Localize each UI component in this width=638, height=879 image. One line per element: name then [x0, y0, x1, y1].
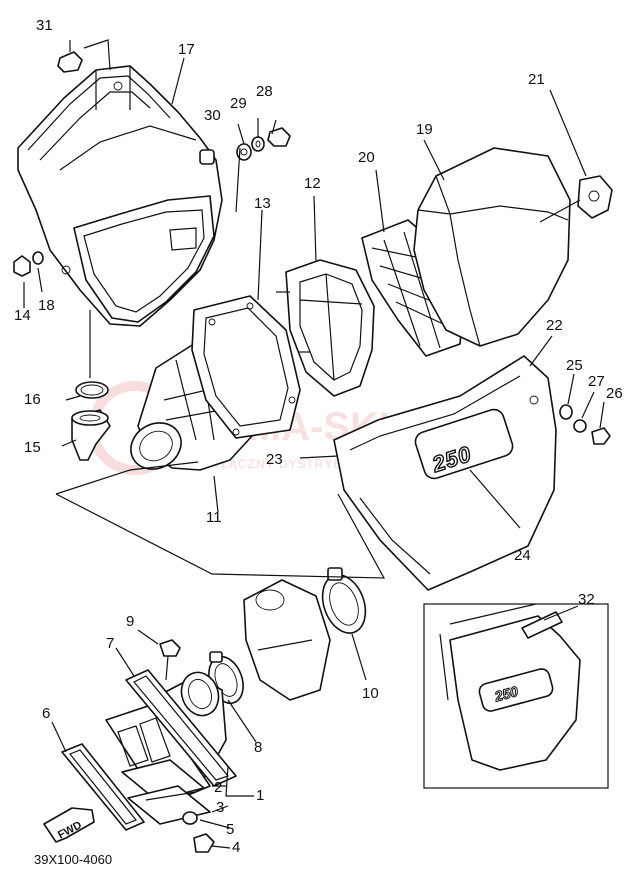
part-18-washer [32, 251, 44, 265]
label-12: 12 [304, 175, 321, 192]
label-14: 14 [14, 307, 31, 324]
label-31: 31 [36, 17, 53, 34]
part-28-bolt [267, 127, 291, 147]
label-3: 3 [216, 799, 224, 816]
inset-frame [423, 603, 609, 789]
carburetor-reference [243, 579, 331, 701]
label-27: 27 [588, 373, 605, 390]
label-32: 32 [578, 591, 595, 608]
label-18: 18 [38, 297, 55, 314]
label-30: 30 [204, 107, 221, 124]
label-23: 23 [266, 451, 283, 468]
part-19-air-filter [413, 147, 571, 347]
label-13: 13 [254, 195, 271, 212]
part-5-washer [182, 811, 198, 825]
part-10-hose-clamp [321, 567, 367, 634]
part-22-side-cover: 250 [333, 355, 557, 591]
label-21: 21 [528, 71, 545, 88]
label-8: 8 [254, 739, 262, 756]
part-26-bolt [591, 427, 611, 445]
label-1: 1 [256, 787, 264, 804]
part-12-filter-holder [276, 259, 375, 397]
label-25: 25 [566, 357, 583, 374]
inset-badge-text: 250 [492, 683, 520, 705]
part-25-washer [559, 404, 573, 420]
label-20: 20 [358, 149, 375, 166]
drawing-code: 39X100-4060 [34, 852, 112, 867]
label-5: 5 [226, 821, 234, 838]
label-15: 15 [24, 439, 41, 456]
part-29-washer [251, 136, 265, 152]
part-13-gasket [191, 295, 301, 439]
label-2: 2 [214, 779, 222, 796]
part-6-reed-gasket [61, 743, 145, 831]
label-11: 11 [206, 509, 222, 526]
part-16-o-ring [75, 381, 109, 399]
part-4-screw [193, 833, 215, 853]
part-15-drain-cap [71, 409, 111, 461]
part-labels: 31 17 28 29 30 21 19 20 12 13 14 18 16 1… [14, 17, 623, 867]
part-17-air-duct [17, 65, 223, 327]
part-31-bolt [57, 40, 83, 73]
part-7-gasket [125, 669, 237, 787]
label-16: 16 [24, 391, 41, 408]
part-9-bolt [159, 639, 181, 681]
label-9: 9 [126, 613, 134, 630]
label-19: 19 [416, 121, 433, 138]
label-17: 17 [178, 41, 195, 58]
label-6: 6 [42, 705, 50, 722]
inset-part-32: 250 [423, 603, 609, 789]
part-27-washer [573, 419, 587, 433]
part-21-filter-bolt [539, 175, 613, 223]
fwd-arrow: FWD [43, 807, 95, 843]
label-29: 29 [230, 95, 247, 112]
label-10: 10 [362, 685, 379, 702]
label-28: 28 [256, 83, 273, 100]
leader-lines [23, 39, 605, 849]
label-4: 4 [232, 839, 240, 856]
label-24: 24 [514, 547, 531, 564]
label-26: 26 [606, 385, 623, 402]
label-7: 7 [106, 635, 114, 652]
label-22: 22 [546, 317, 563, 334]
part-14-nut [13, 255, 31, 277]
